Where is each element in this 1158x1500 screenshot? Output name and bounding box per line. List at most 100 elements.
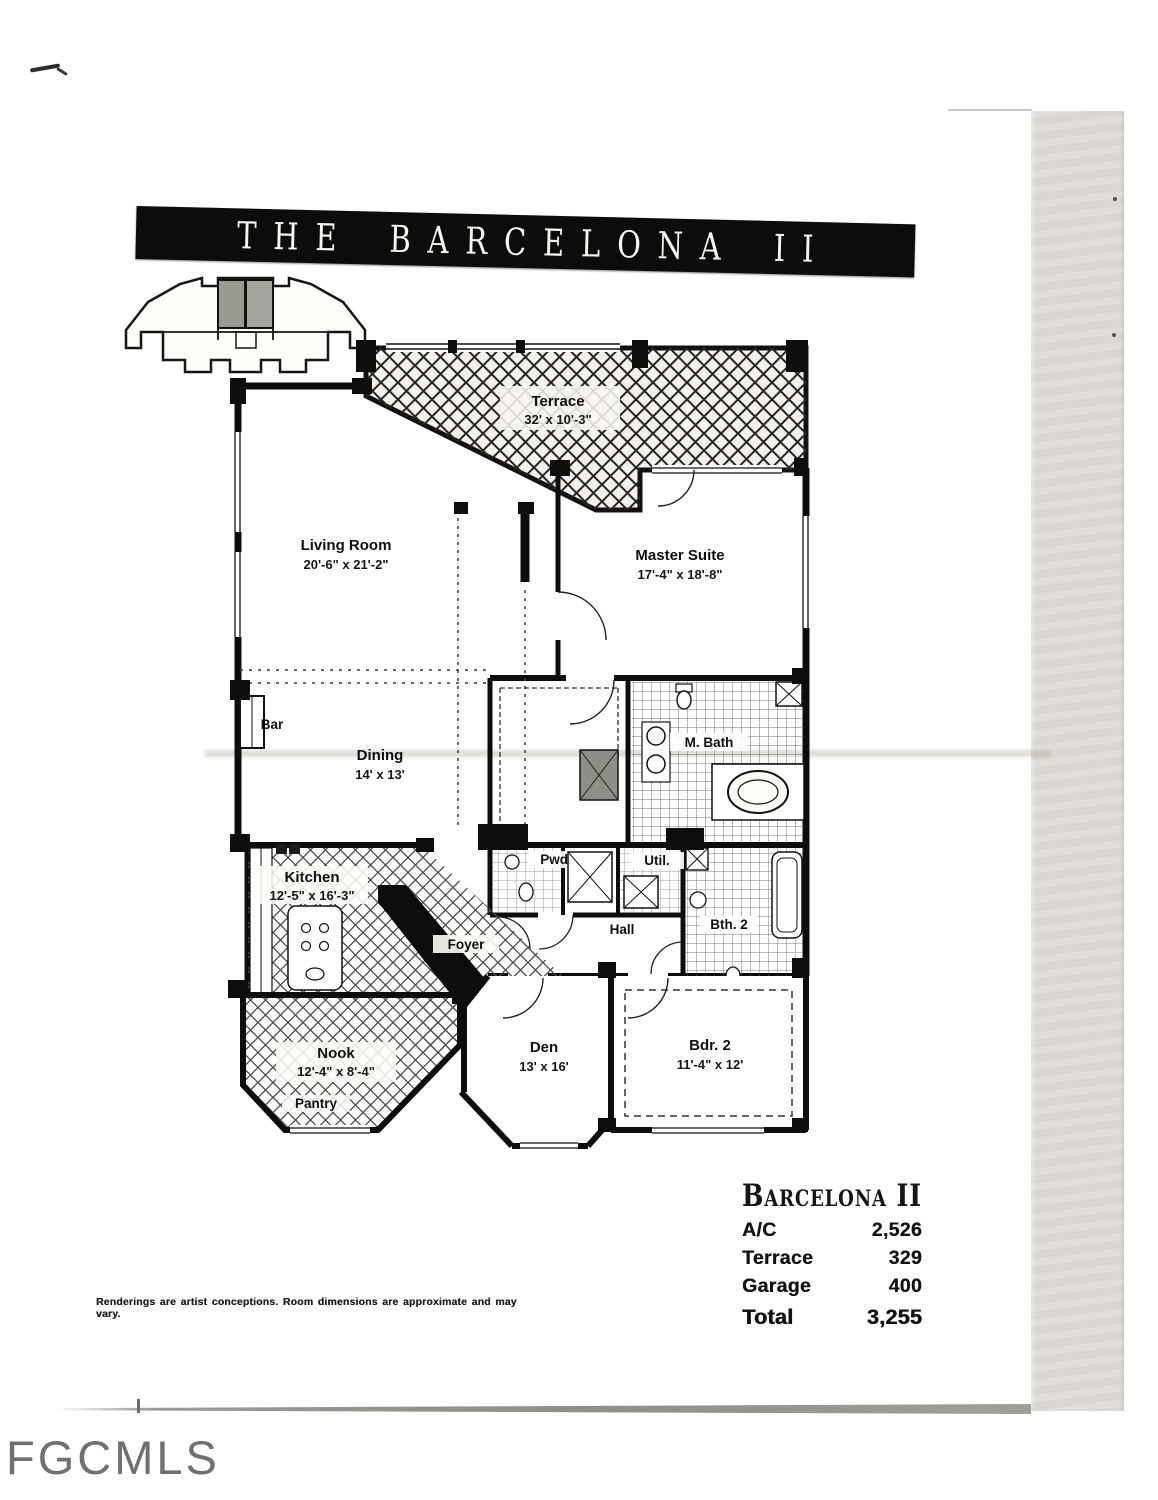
bdr2-label: Bdr. 2: [689, 1037, 731, 1054]
room-master-suite: Master Suite 17'-4" x 18'-8": [557, 469, 725, 641]
sink: [646, 726, 666, 746]
scan-speck: [1113, 197, 1117, 201]
carpet-border: [624, 989, 793, 1117]
window: [386, 343, 620, 350]
plan-title: THE BARCELONA II: [236, 213, 831, 271]
door-arc: [657, 469, 695, 507]
master-label: Master Suite: [635, 547, 724, 564]
scan-corner-mark: [56, 67, 68, 76]
door-arc: [538, 914, 574, 950]
util-label: Util.: [644, 853, 670, 868]
angled-wall: [378, 885, 486, 1006]
keyplan-highlighted-unit: [217, 279, 246, 329]
disclaimer-text: Renderings are artist conceptions. Room …: [96, 1296, 517, 1320]
scanned-page-edge-shadow: [1031, 111, 1124, 1411]
kitchen-label: Kitchen: [284, 869, 339, 886]
nook-dims: 12'-4" x 8'-4": [297, 1064, 375, 1079]
den-dims: 13' x 16': [519, 1059, 569, 1074]
den-label: Den: [530, 1039, 558, 1056]
room-hall: Hall: [596, 920, 648, 938]
building-keyplan: [124, 276, 367, 374]
shower-x: [775, 681, 803, 707]
stats-value: 3,255: [866, 1305, 922, 1329]
dining-label: Dining: [357, 747, 404, 764]
dining-dims: 14' x 13': [355, 767, 405, 782]
hall-label: Hall: [610, 922, 635, 937]
room-bedroom2: Bdr. 2 11'-4" x 12': [608, 976, 809, 1135]
walkin-closet: [499, 679, 620, 835]
room-terrace: Terrace 32' x 10'-3": [363, 340, 809, 513]
toilet: [676, 690, 692, 710]
windows: [233, 432, 811, 637]
area-stats-box: Barcelona II A/C 2,526 Terrace 329 Garag…: [742, 1178, 922, 1330]
room-living: Living Room 20'-6" x 21'-2": [301, 537, 392, 572]
stats-label: Terrace: [742, 1247, 814, 1269]
room-foyer: Foyer: [433, 935, 499, 953]
stats-label: Garage: [742, 1275, 812, 1297]
bar-label: Bar: [261, 717, 284, 732]
stats-value: 329: [888, 1247, 922, 1269]
stats-row-total: Total 3,255: [742, 1305, 922, 1330]
bth2-label: Bth. 2: [710, 917, 748, 932]
sink: [646, 754, 666, 774]
window: [652, 1127, 764, 1134]
door-arc: [627, 977, 669, 1019]
water-heater-x: [623, 875, 659, 909]
stats-label: A/C: [742, 1219, 777, 1241]
room-bath2: Bth. 2: [650, 847, 803, 992]
scan-speck: [1112, 333, 1116, 337]
living-label: Living Room: [301, 537, 392, 554]
archway-dashed-lines: [457, 518, 526, 826]
sink: [689, 891, 707, 909]
nook-label: Nook: [317, 1045, 355, 1062]
terrace-dims: 32' x 10'-3": [524, 412, 591, 427]
stats-value: 2,526: [871, 1219, 922, 1241]
room-nook: Nook 12'-4" x 8'-4" Pantry: [240, 992, 463, 1135]
floor-plan: Terrace 32' x 10'-3" Living R: [228, 340, 811, 1150]
stats-title: Barcelona II: [742, 1178, 922, 1214]
title-banner: THE BARCELONA II: [135, 206, 916, 278]
bdr2-dims: 11'-4" x 12': [677, 1057, 744, 1072]
kitchen-dims: 12'-5" x 16'-3": [269, 888, 354, 903]
floor-break-dotted: [240, 669, 486, 684]
stats-row-ac: A/C 2,526: [742, 1219, 922, 1242]
door-arc: [650, 941, 684, 975]
room-master-bath: M. Bath: [632, 681, 805, 843]
stats-value: 400: [888, 1275, 922, 1297]
scan-edge-line: [948, 109, 1032, 111]
stats-row-garage: Garage 400: [742, 1275, 922, 1298]
keyplan-highlighted-unit: [245, 279, 274, 329]
room-utility: Util.: [538, 848, 684, 950]
window: [520, 1142, 578, 1149]
room-powder: Pwd.: [493, 848, 584, 950]
terrace-label: Terrace: [531, 393, 584, 410]
room-den: Den 13' x 16': [458, 974, 614, 1150]
mls-watermark: FGCMLS: [6, 1431, 220, 1484]
foyer-label: Foyer: [448, 937, 486, 952]
bar-counter: Bar: [239, 695, 284, 749]
pwd-label: Pwd.: [540, 852, 572, 867]
window: [290, 1127, 370, 1134]
door-arc: [502, 977, 544, 1019]
room-dining: Dining 14' x 13': [355, 747, 405, 782]
stats-label: Total: [742, 1305, 794, 1329]
scan-tick-mark: [137, 1399, 140, 1413]
sink: [504, 854, 520, 870]
door-arc: [497, 916, 531, 950]
stats-row-terrace: Terrace 329: [742, 1247, 922, 1270]
master-dims: 17'-4" x 18'-8": [637, 567, 722, 582]
door-arc: [569, 679, 615, 725]
linen-closet: [567, 851, 613, 903]
toilet: [518, 882, 534, 902]
wall-piers: [228, 340, 808, 1132]
tub: [771, 851, 803, 939]
kitchen-sink: [305, 967, 325, 981]
window: [652, 467, 782, 474]
mbath-label: M. Bath: [685, 735, 734, 750]
living-dims: 20'-6" x 21'-2": [303, 557, 388, 572]
scan-bottom-edge-line: [54, 1404, 1031, 1414]
keyplan-core: [235, 331, 257, 349]
tub: [727, 770, 789, 814]
door-arc: [557, 591, 607, 641]
pantry-label: Pantry: [295, 1096, 338, 1111]
